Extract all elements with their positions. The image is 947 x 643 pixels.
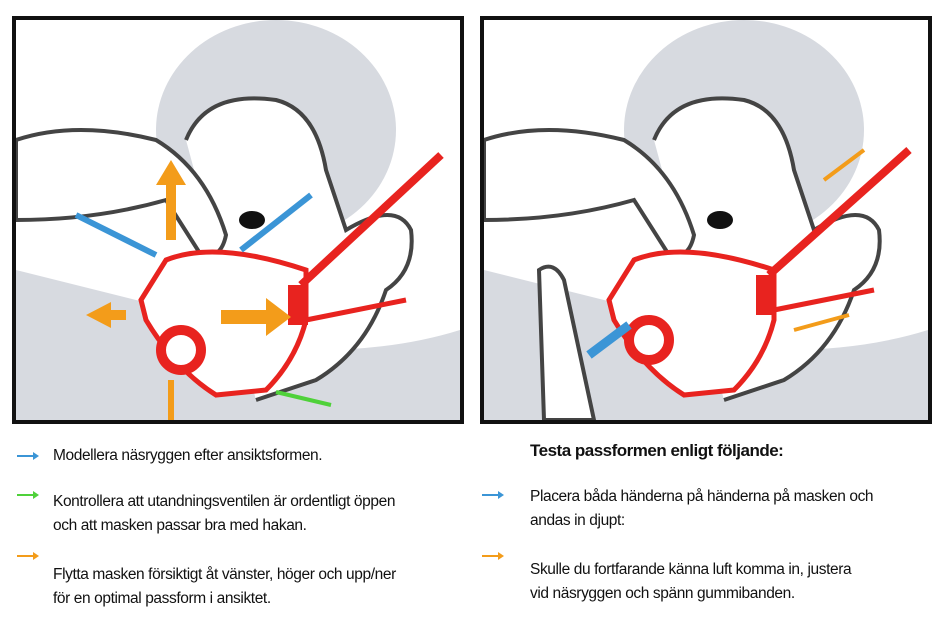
- exhalation-valve: [156, 325, 206, 375]
- orange-right-arrow: [221, 298, 291, 336]
- eye: [707, 211, 733, 229]
- strap-clip: [756, 275, 776, 315]
- right-item-1: Placera båda händerna på händerna på mas…: [530, 485, 874, 533]
- exhalation-valve: [624, 315, 674, 365]
- right-item-2-line-1: Skulle du fortfarande känna luft komma i…: [530, 561, 852, 578]
- orange-arrow-icon: [17, 552, 39, 560]
- blue-arrow: [586, 321, 632, 359]
- lower-strap: [773, 287, 875, 313]
- lower-hand-shape: [536, 264, 597, 420]
- left-item-3-line-1: Flytta masken försiktigt åt vänster, hög…: [53, 566, 396, 583]
- test-fit-illustration: [484, 20, 928, 420]
- blue-arrow-icon: [17, 452, 39, 460]
- test-fit-heading: Testa passformen enligt följande:: [530, 441, 784, 460]
- blue-arrow-left: [74, 212, 158, 258]
- blue-arrow-right: [239, 192, 313, 253]
- right-item-2-line-2: vid näsryggen och spänn gummibanden.: [530, 585, 795, 602]
- orange-double-arrow-bottom: [793, 313, 850, 332]
- right-item-2: Skulle du fortfarande känna luft komma i…: [530, 558, 852, 606]
- eye: [239, 211, 265, 229]
- orange-left-arrow: [86, 302, 126, 328]
- upper-strap: [298, 152, 444, 288]
- left-item-1: Modellera näsryggen efter ansiktsformen.: [53, 444, 323, 468]
- left-item-2-line-2: och att masken passar bra med hakan.: [53, 517, 307, 534]
- orange-up-arrow: [156, 160, 186, 240]
- illustration-test-fit: [480, 16, 932, 424]
- left-item-3-line-2: för en optimal passform i ansiktet.: [53, 590, 271, 607]
- left-item-3: Flytta masken försiktigt åt vänster, hög…: [53, 563, 396, 611]
- green-arrow-icon: [17, 491, 39, 499]
- left-item-1-line-1: Modellera näsryggen efter ansiktsformen.: [53, 447, 323, 464]
- right-item-1-line-2: andas in djupt:: [530, 512, 625, 529]
- right-item-1-line-1: Placera båda händerna på händerna på mas…: [530, 488, 874, 505]
- left-item-2: Kontrollera att utandningsventilen är or…: [53, 490, 395, 538]
- blue-arrow-icon: [482, 491, 504, 499]
- lower-strap: [305, 297, 407, 323]
- hand-shape: [16, 128, 229, 258]
- upper-strap: [766, 147, 912, 278]
- upper-hand-shape: [484, 128, 697, 258]
- adjust-mask-illustration: [16, 20, 460, 420]
- orange-double-arrow-top: [822, 148, 866, 182]
- orange-arrow-icon: [482, 552, 504, 560]
- strap-clip: [288, 285, 308, 325]
- left-item-2-line-1: Kontrollera att utandningsventilen är or…: [53, 493, 396, 510]
- green-arrow: [275, 390, 332, 407]
- illustration-adjust-mask: [12, 16, 464, 424]
